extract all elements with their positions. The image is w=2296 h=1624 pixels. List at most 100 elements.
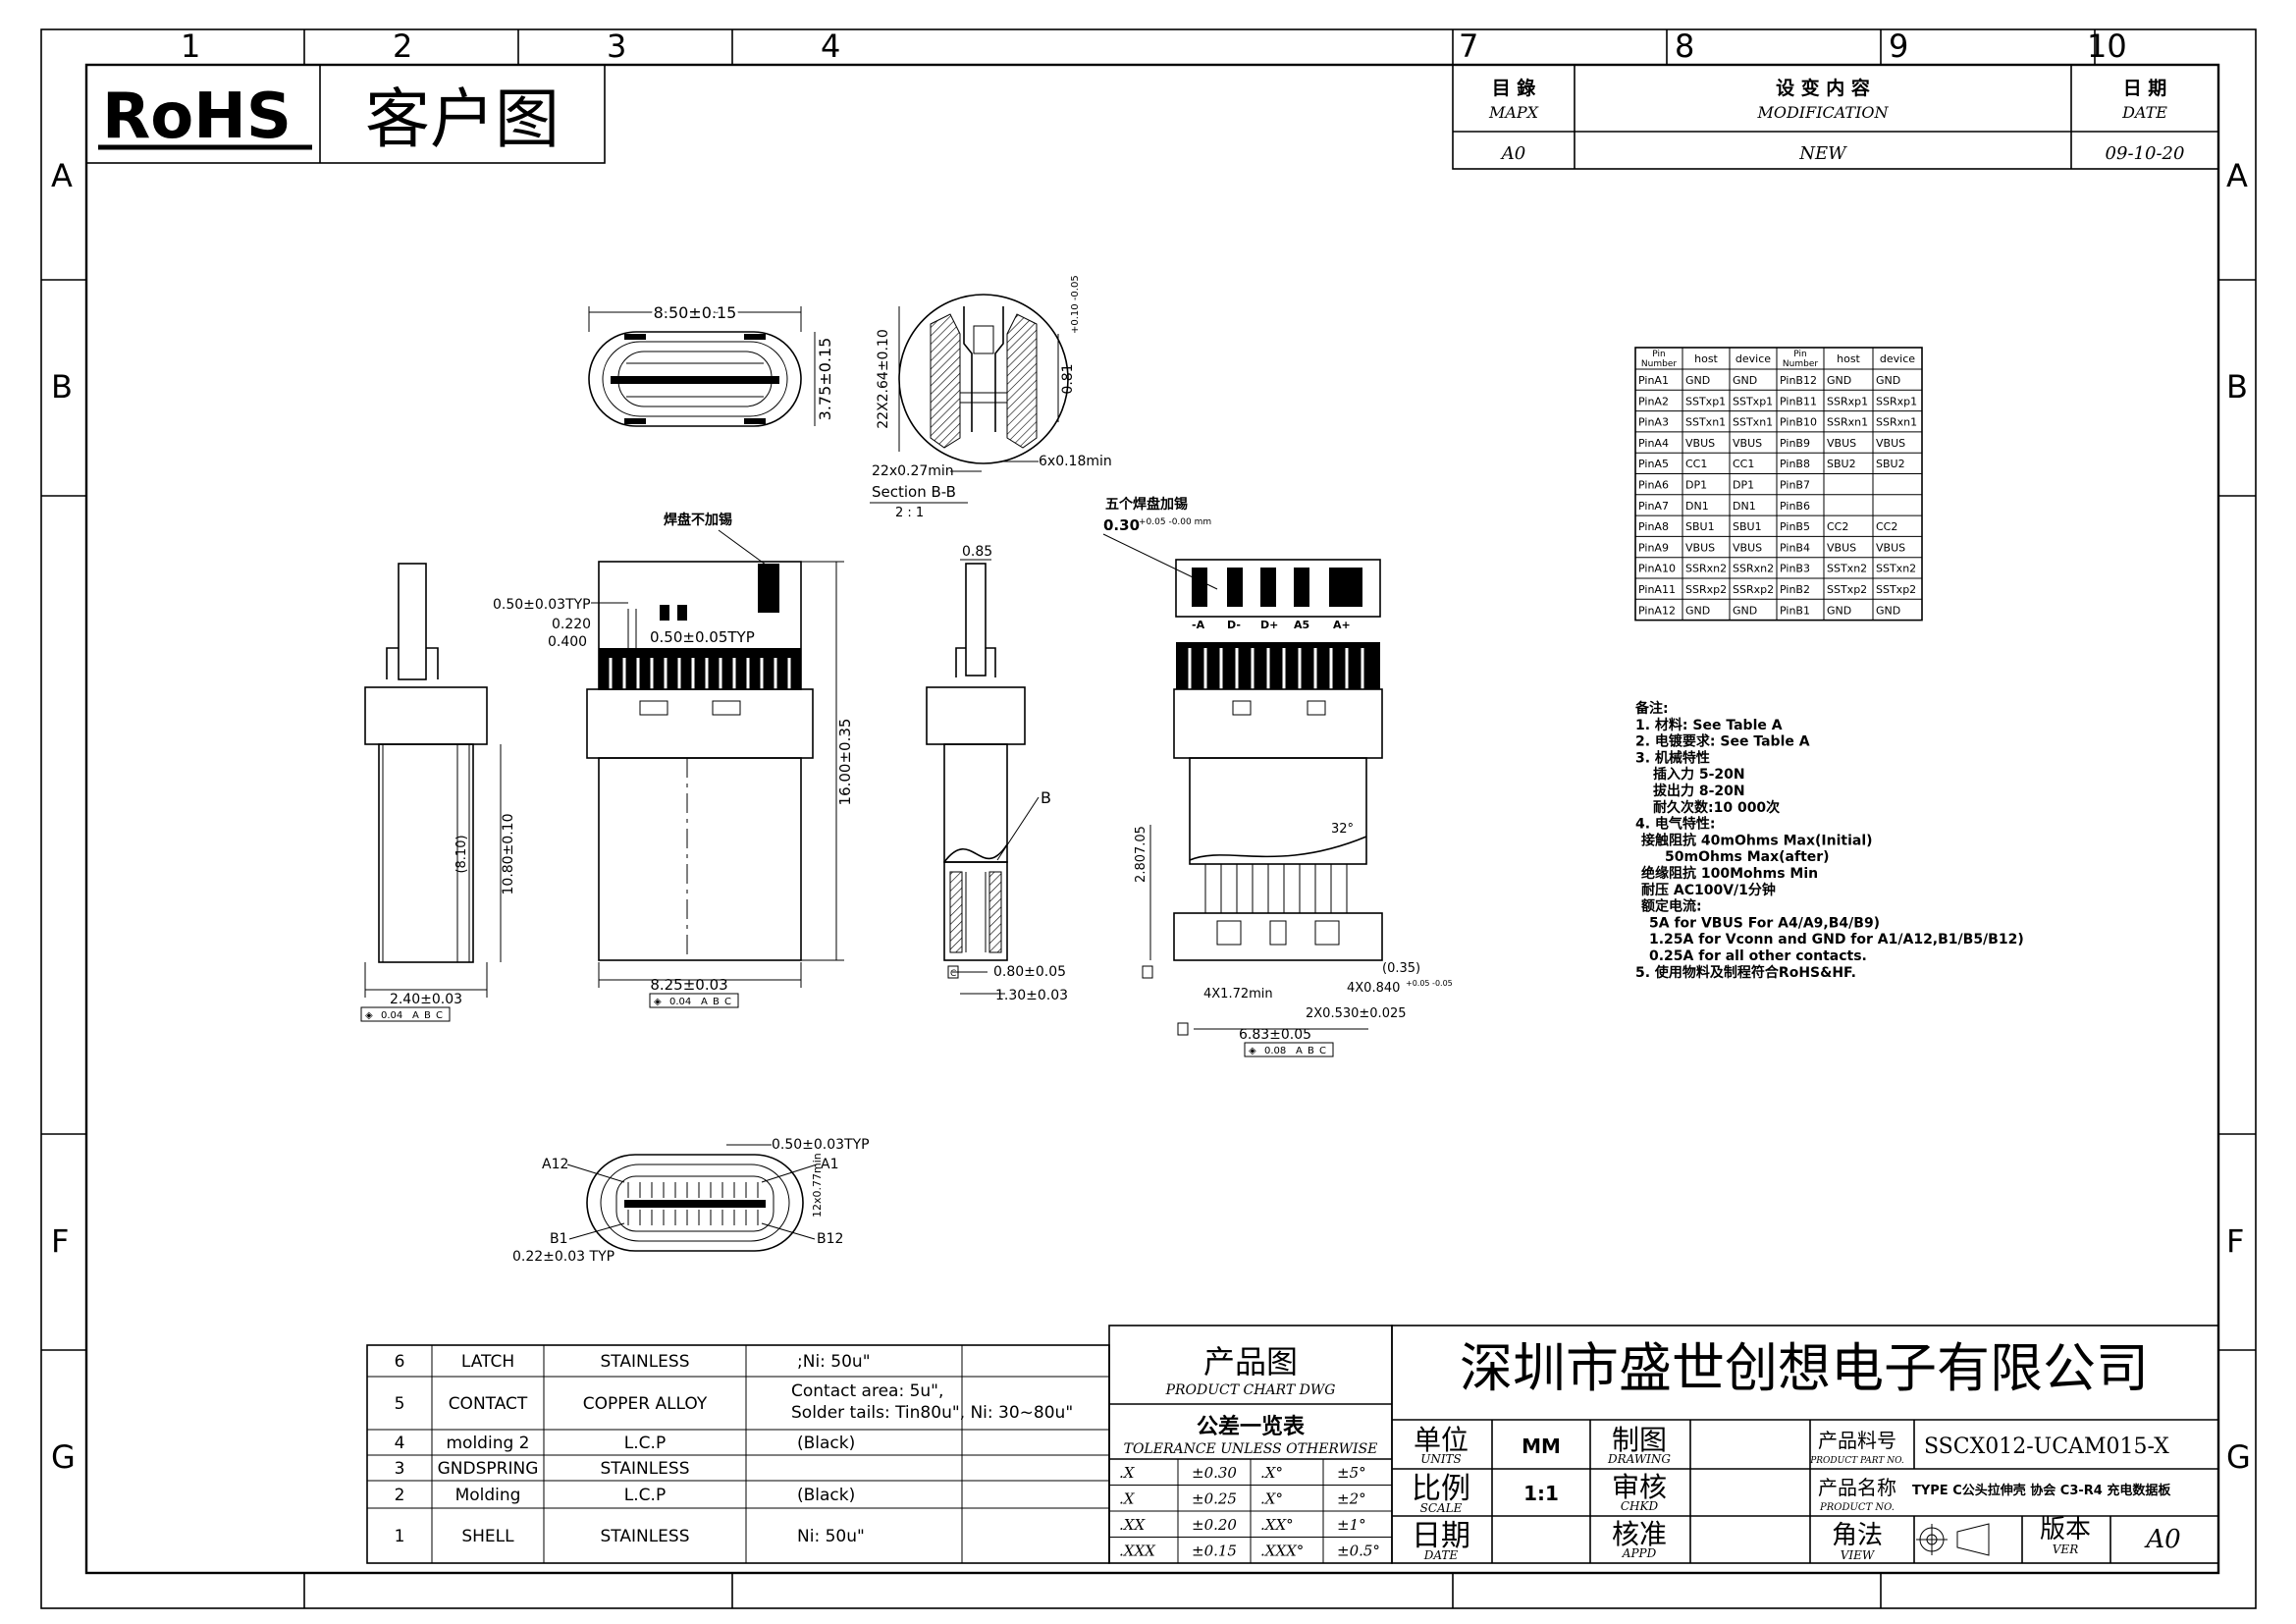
dim-section-side-tol: +0.10 -0.05 [1070,275,1081,334]
pin-table-cell: PinB6 [1780,500,1810,513]
side-view-left: 2.40±0.03 ◈ 0.04 A B C 10.80±0.10 (8.10) [360,563,516,1022]
datum-b: B [713,997,720,1007]
tolerance-cell: .X [1119,1464,1136,1482]
rev-header-ver-en: MAPX [1488,103,1539,122]
check-label: 审核 [1612,1471,1667,1503]
material-finish: (Black) [797,1486,855,1505]
front-pin-width: 0.22±0.03 TYP [512,1249,614,1265]
rev-header-mod-en: MODIFICATION [1756,103,1889,122]
note-line: 绝缘阻抗 100Mohms Min [1641,865,1818,882]
notes-block: 备注:1. 材料: See Table A2. 电镀要求: See Table … [1634,700,2024,981]
pin-table-cell: PinB10 [1780,416,1817,429]
pin-table-cell: SSRxn2 [1685,563,1727,575]
dim-2807: 2.807.05 [1134,826,1148,883]
note-line: 2. 电镀要求: See Table A [1635,733,1810,750]
material-no: 3 [395,1459,405,1479]
product-chart-title-en: PRODUCT CHART DWG [1165,1382,1336,1398]
dim-080: 0.80±0.05 [993,964,1066,980]
rev-date: 09-10-20 [2106,143,2185,164]
zone-letter: F [2226,1222,2244,1260]
pin-table-cell: SSTxn1 [1685,416,1726,429]
pin-table-cell: PinA5 [1638,458,1669,470]
datum-a: A [412,1010,419,1021]
pin-table-cell: GND [1733,374,1757,387]
pin-table-cell: SSTxn2 [1827,563,1867,575]
dim-angle: 32° [1331,822,1354,837]
section-scale: 2 : 1 [895,506,924,520]
dim-top-width: 8.50±0.15 [654,303,737,322]
pin-table-cell: PinB4 [1780,541,1810,554]
dim-tin-tol: +0.05 -0.00 mm [1139,517,1211,527]
pin-table-cell: SSRxp1 [1827,395,1868,407]
zone-number: 8 [1675,27,1694,65]
dim-side-width: 2.40±0.03 [390,992,462,1007]
pin-table-cell: PinA6 [1638,479,1669,492]
pin-table-cell: PinB12 [1780,374,1817,387]
rev-header-ver: 目 錄 [1492,77,1536,99]
pin-table-cell: DN1 [1685,500,1709,513]
dim-683: 6.83±0.05 [1239,1027,1311,1043]
pin-table-cell: SBU1 [1685,520,1715,533]
pin-table-header: host [1694,352,1718,365]
front-view: 0.50±0.03TYP A12 A1 B1 B12 0.22±0.03 TYP… [512,1137,870,1265]
pin-table-cell: SSRxn1 [1827,416,1868,429]
tolerance-cell: .X° [1260,1490,1283,1508]
pin-table-cell: VBUS [1685,541,1715,554]
datum-c: C [950,969,956,979]
pin-table-cell: SSRxn2 [1733,563,1774,575]
doc-type-title: 客户图 [365,81,560,157]
zone-number: 4 [821,27,840,65]
version-label-en: VER [2053,1543,2078,1556]
pin-table-cell: PinA7 [1638,500,1669,513]
note-line: 1. 材料: See Table A [1635,717,1783,733]
view-label-en: VIEW [1841,1548,1876,1562]
zone-letter: G [51,1438,76,1476]
dim-section-side: 0.81 [1060,363,1076,394]
drawing-label-en: DRAWING [1607,1452,1671,1466]
header-block: RoHS 客户图 [85,64,606,164]
material-no: 4 [395,1434,405,1453]
pin-table-cell: GND [1827,374,1851,387]
version-label: 版本 [2040,1515,2091,1544]
pin-table-cell: PinA3 [1638,416,1669,429]
top-view: 8.50±0.15 3.75±0.15 [588,300,834,427]
pin-table-cell: SSRxn1 [1876,416,1917,429]
scale-value: 1:1 [1523,1482,1559,1505]
date-label: 日期 [1412,1519,1470,1553]
material-type: STAINLESS [600,1527,689,1546]
pin-table-cell: GND [1685,374,1710,387]
pin-table-cell: SBU1 [1733,520,1762,533]
pin-table-cell: SSTxp2 [1827,583,1867,596]
approve-label-en: APPD [1622,1546,1657,1560]
pin-table-cell: SSTxn2 [1876,563,1916,575]
pin-table-cell: PinA11 [1638,583,1676,596]
material-name: Molding [455,1486,521,1505]
note-line: 额定电流: [1641,898,1702,915]
pin-table-cell: CC2 [1827,520,1848,533]
tol-side: 0.04 [381,1010,402,1021]
zone-letter: B [2226,368,2248,406]
dim-4x0840-tol: +0.05 -0.05 [1406,979,1453,988]
projection-symbol-icon [1916,1523,1990,1556]
note-line: 4. 电气特性: [1635,816,1716,833]
pin-table-cell: VBUS [1876,541,1905,554]
pin-table-cell: DN1 [1733,500,1756,513]
tolerance-cell: ±0.15 [1192,1543,1237,1560]
pin-table-cell: PinB8 [1780,458,1810,470]
pin-table-cell: SSTxp1 [1685,395,1726,407]
pin-table-cell: SSTxn1 [1733,416,1773,429]
tolerance-cell: .XXX [1119,1543,1156,1560]
tolerance-title: 公差一览表 [1197,1414,1306,1439]
title-block: 深圳市盛世创想电子有限公司 单位 UNITS MM 比例 SCALE 1:1 日… [1391,1325,2219,1564]
pin-table-cell: PinA12 [1638,604,1676,617]
rev-ver: A0 [1500,143,1525,164]
dim-section-pin: 22x0.27min [872,463,954,479]
pin-table-cell: SSRxp2 [1685,583,1727,596]
tolerance-cell: .X [1119,1490,1136,1508]
pin-table-cell: GND [1827,604,1851,617]
view-label: 角法 [1832,1521,1883,1550]
pin-table-cell: PinB9 [1780,437,1810,450]
pin-table-cell: PinA4 [1638,437,1669,450]
tolerance-cell: .XXX° [1260,1543,1304,1560]
